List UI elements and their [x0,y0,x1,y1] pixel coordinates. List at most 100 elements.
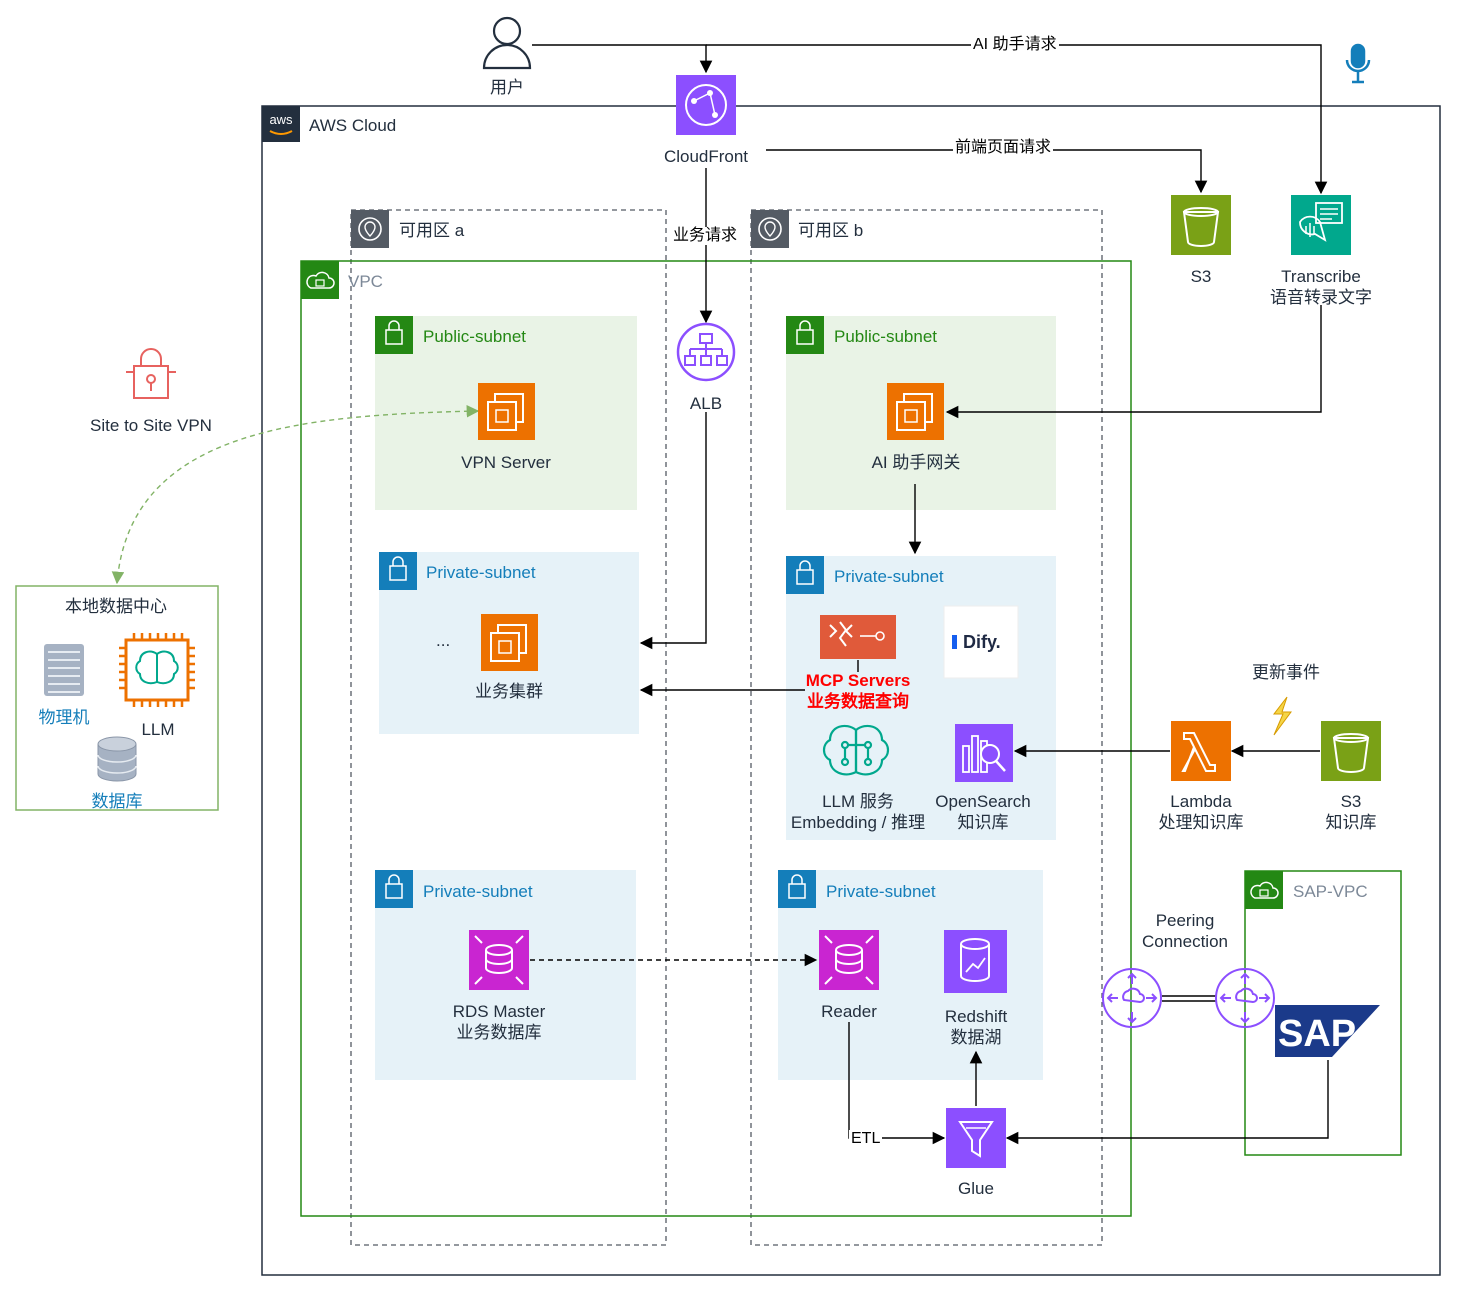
lambda-icon [1171,721,1231,781]
lock-icon [379,552,417,590]
aws-cloud-label: AWS Cloud [309,116,397,135]
cloudfront-icon [676,75,736,135]
s3-bucket-icon [1321,721,1381,781]
edge-transcribe-gateway [945,305,1322,419]
public-subnet-a-label: Public-subnet [423,327,527,346]
mcp-label-2: 业务数据查询 [807,692,909,711]
sap-logo-text: SAP [1278,1013,1356,1055]
glue-icon [946,1108,1006,1168]
lock-icon [375,316,413,354]
lightning-icon [1272,696,1292,736]
alb-label: ALB [689,394,723,413]
vpc-label: VPC [348,272,383,291]
s3-kb-label-2: 知识库 [1325,813,1377,832]
dify-label: Dify. [963,632,1001,652]
ec2-instance-icon [478,383,535,440]
datacenter-group [15,585,219,811]
llm-label: LLM [141,720,175,739]
update-event-label: 更新事件 [1252,663,1320,682]
aws-logo-text: aws [269,112,293,127]
ai-gateway-label: AI 助手网关 [871,453,961,472]
cluster-ellipsis: ... [436,631,451,650]
lock-icon [778,870,816,908]
cloudfront-label: CloudFront [646,146,766,167]
router-icon [1102,968,1162,1028]
dify-logo-icon [943,605,1019,679]
lock-icon [786,316,824,354]
private-subnet-b2-label: Private-subnet [826,882,936,901]
glue-label: Glue [958,1179,994,1198]
s3-kb-label-1: S3 [1340,792,1362,811]
az-b-icon [751,210,789,248]
az-b-label: 可用区 b [798,221,864,240]
lambda-label-1: Lambda [1170,792,1232,811]
peering-label-1: Peering [1155,911,1215,930]
edge-user-cloudfront [532,44,713,74]
lambda-label-2: 处理知识库 [1158,813,1244,832]
llm-service-label-1: LLM 服务 [822,792,894,811]
database-label: 数据库 [91,792,143,811]
business-cluster-label: 业务集群 [475,682,543,701]
physical-server-icon [44,644,84,696]
microphone-icon [1345,43,1371,84]
edge-vpn [111,404,480,585]
reader-label: Reader [821,1002,877,1021]
vpn-lock-icon [126,348,176,399]
edge-label-etl: ETL [849,1130,883,1148]
sap-logo-icon: SAP [1275,1005,1380,1057]
vpc-group [300,260,1132,1217]
rds-reader-icon [819,930,879,990]
database-icon [97,736,137,782]
datacenter-title: 本地数据中心 [65,597,167,616]
public-subnet-b-label: Public-subnet [834,327,938,346]
edge-ai-request [706,44,1328,195]
az-a-group [350,209,667,1246]
vpn-label: Site to Site VPN [90,416,212,435]
edge-label-business-request: 业务请求 [671,227,740,245]
lock-icon [786,556,824,594]
vpc-icon [1245,871,1283,909]
transcribe-icon [1291,195,1351,255]
edge-alb-cluster [639,412,707,650]
edges [530,44,1329,1145]
sap-vpc-label: SAP-VPC [1293,882,1368,901]
peering-label-2: Connection [1141,932,1228,951]
redshift-icon [944,930,1007,993]
llm-service-label-2: Embedding / 推理 [790,813,926,832]
edge-frontend-request [740,149,1208,194]
transcribe-label-2: 语音转录文字 [1270,288,1372,307]
user-label: 用户 [490,78,524,97]
opensearch-icon [955,724,1013,782]
ec2-instance-icon [481,614,538,671]
llm-brain-icon [822,724,890,776]
lock-icon [375,870,413,908]
az-a-label: 可用区 a [399,221,465,240]
redshift-label-2: 数据湖 [950,1028,1002,1047]
ec2-instance-icon [887,383,944,440]
rds-label-1: RDS Master [452,1002,546,1021]
aws-cloud-group: aws [261,105,1441,1276]
mcp-label-1: MCP Servers [805,671,911,690]
physical-machine-label: 物理机 [38,708,90,727]
private-subnet-b1 [786,556,1056,840]
s3-bucket-icon [1171,195,1231,255]
vpn-server-label: VPN Server [461,453,551,472]
rds-icon [469,930,529,990]
az-b-group [750,209,1103,1246]
edge-label-ai-request: AI 助手请求 [971,36,1059,54]
private-subnet-b1-label: Private-subnet [834,567,944,586]
private-subnet-a1-label: Private-subnet [426,563,536,582]
edge-label-frontend-request: 前端页面请求 [953,139,1054,157]
redshift-label-1: Redshift [944,1007,1008,1026]
s3-label: S3 [1190,267,1212,286]
transcribe-label-1: Transcribe [1281,267,1361,286]
rds-label-2: 业务数据库 [456,1023,542,1042]
mcp-servers-icon [820,615,896,659]
alb-icon [676,322,736,382]
user-icon [482,16,532,70]
edge-sap-glue [1005,1060,1329,1145]
vpc-icon [301,261,339,299]
opensearch-label-2: 知识库 [957,813,1009,832]
llm-chip-icon [119,633,195,707]
